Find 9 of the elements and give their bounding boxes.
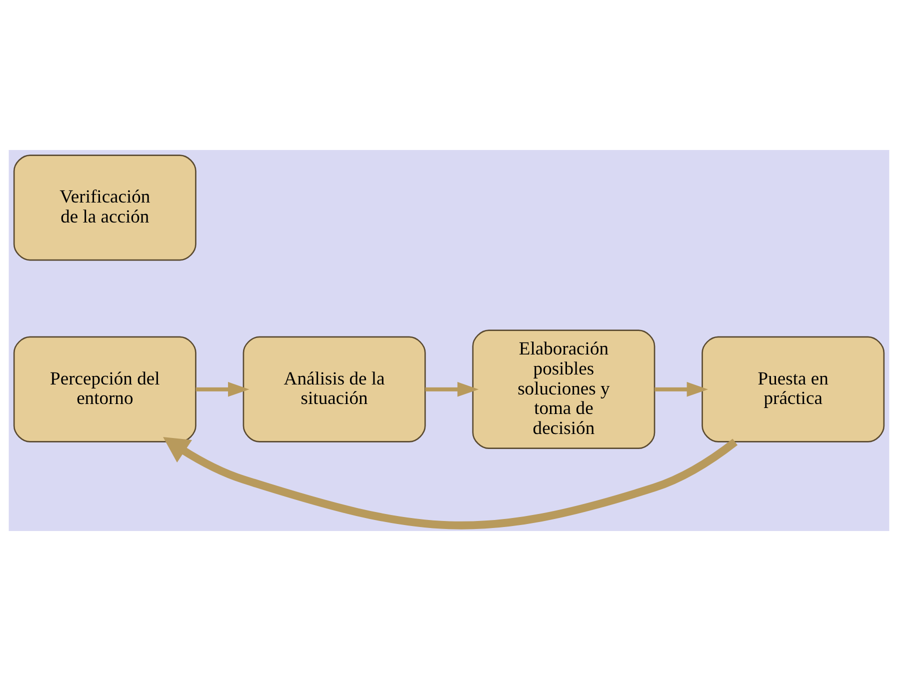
node-box: Puesta en práctica	[702, 336, 885, 442]
arrow	[425, 382, 479, 397]
node-box: Percepción del entorno	[13, 336, 196, 442]
arrow	[163, 437, 738, 530]
arrow	[654, 382, 708, 397]
node-box: Elaboración posibles soluciones y toma de decisión	[472, 330, 656, 450]
arrow	[196, 382, 250, 397]
node-box: Verificación de la acción	[13, 154, 196, 261]
node-box: Análisis de la situación	[242, 336, 426, 442]
